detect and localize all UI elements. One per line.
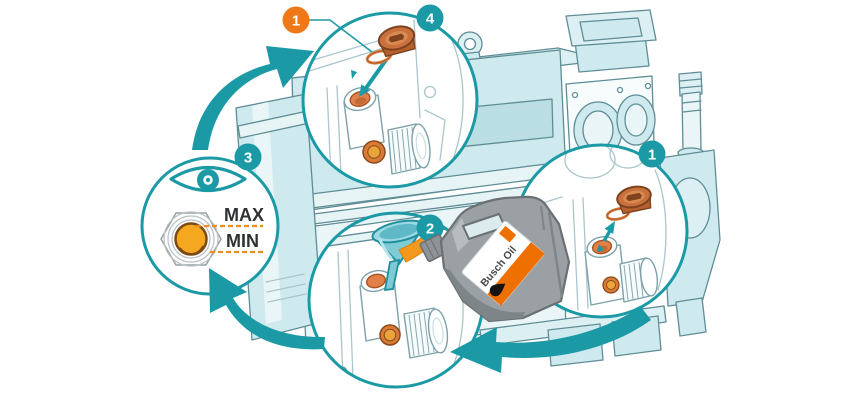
- oil-drain-knob: [387, 123, 431, 175]
- funnel-icon: [371, 219, 427, 292]
- oil-drain-knob: [619, 257, 659, 303]
- eye-icon: [169, 165, 247, 193]
- oil-drain-knob: [403, 307, 449, 359]
- step-number: 2: [426, 221, 434, 238]
- max-label: MAX: [224, 205, 264, 225]
- bottle-shading: [444, 268, 525, 321]
- bottle-label: Busch Oil: [461, 220, 545, 306]
- cycle-arrow-icon: [192, 46, 651, 373]
- arrow-step2-to-step3: [209, 268, 325, 350]
- remove-arrow-icon: [597, 221, 615, 252]
- arrow-step3-to-step4: [192, 46, 314, 150]
- min-label: MIN: [226, 231, 259, 251]
- oil-fill-port: [343, 86, 377, 112]
- detail-view-refit-plug: [301, 11, 479, 189]
- step-badge-refit-plug: 4: [416, 4, 444, 32]
- step-number: 1: [292, 13, 300, 30]
- oil-fill-port: [360, 269, 392, 293]
- oil-fill-plug-icon: [616, 185, 652, 215]
- step-number: 4: [426, 11, 435, 28]
- insert-arrow-icon: [351, 58, 388, 97]
- oil-drop-icon: [489, 283, 506, 297]
- step-badge-fit-plug: 1: [282, 6, 310, 34]
- step-number: 1: [648, 147, 656, 164]
- step-badge-check-level: 3: [234, 143, 262, 171]
- oil-fill-plug-icon: [377, 25, 416, 58]
- gas-ballast-valve: [677, 71, 705, 159]
- step-number: 3: [244, 150, 252, 167]
- callout-leader-line: [309, 19, 373, 53]
- detail-circle-ring: [301, 11, 479, 189]
- sight-glass-small: [362, 140, 386, 164]
- arrow-step1-to-step2: [450, 307, 651, 373]
- busch-logo: [499, 225, 517, 243]
- step-badge-open-plug: 1: [638, 140, 666, 168]
- oil-bottle: Busch Oil: [419, 195, 571, 323]
